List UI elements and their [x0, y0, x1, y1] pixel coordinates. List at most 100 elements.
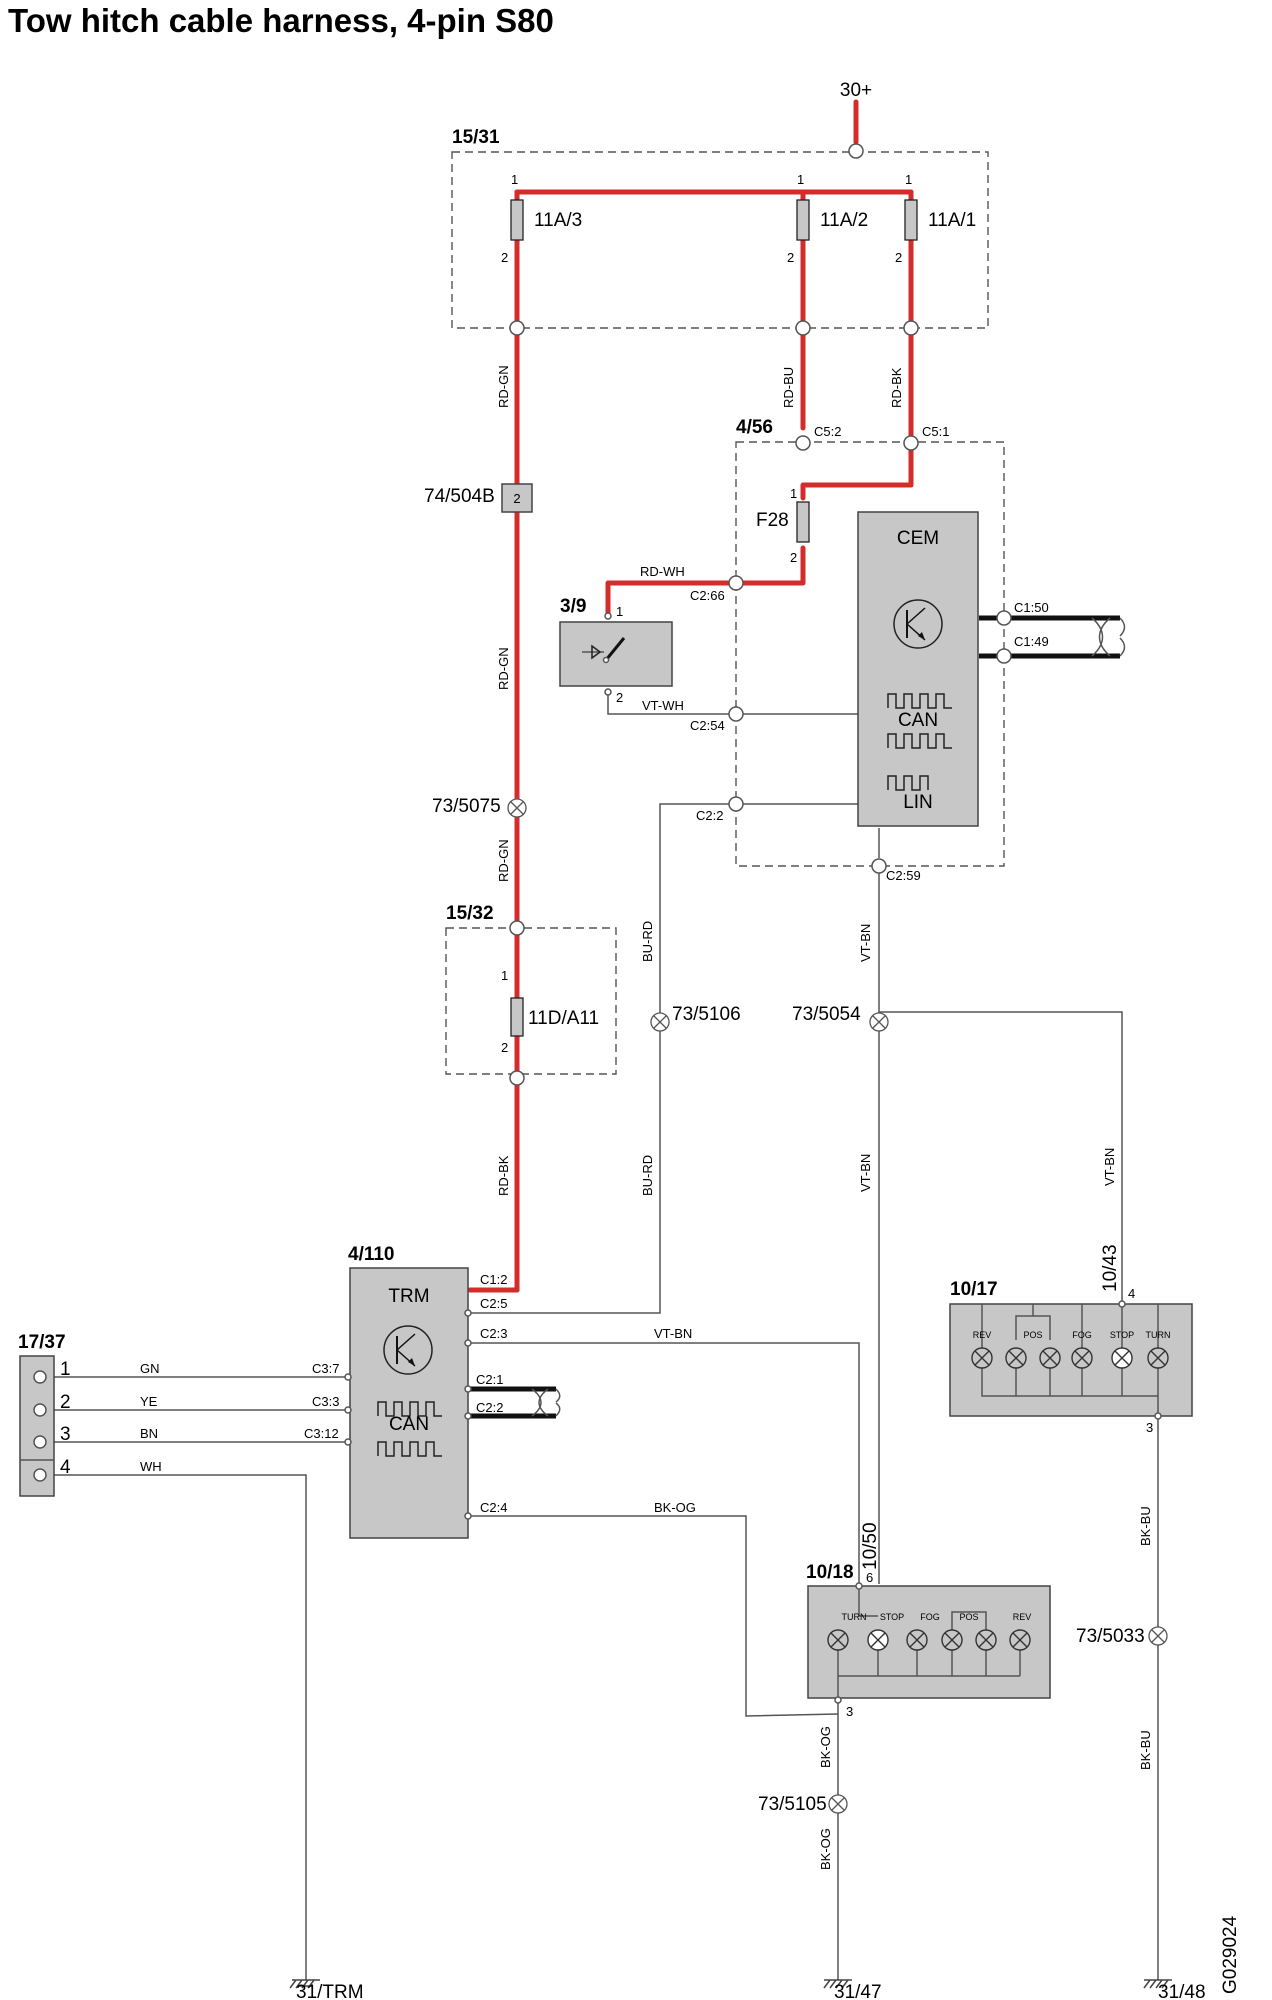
lamp-unit-right-id: 10/17: [950, 1279, 998, 1300]
connector-block: [501, 483, 533, 513]
wire-color-label: BU-RD: [640, 1155, 655, 1196]
splice-label: 73/5033: [1076, 1626, 1145, 1647]
socket-pin: 1: [60, 1359, 71, 1380]
socket-id: 17/37: [18, 1332, 66, 1353]
pin-label: 1: [905, 172, 912, 187]
pin-label: 1: [790, 486, 797, 501]
trm-can-label: CAN: [389, 1414, 429, 1435]
lamp-label: STOP: [1110, 1330, 1134, 1340]
wire-color-label: GN: [140, 1361, 160, 1376]
cem-connector: C5:2: [814, 424, 841, 439]
connector-block-label: 74/504B: [424, 486, 495, 507]
wire-color-label: BN: [140, 1426, 158, 1441]
wire-color-label: RD-GN: [496, 647, 511, 690]
lamp-label: REV: [973, 1330, 992, 1340]
splice-points: [507, 798, 1168, 1814]
wire-color-label: VT-BN: [858, 924, 873, 962]
socket-pin: 4: [60, 1457, 71, 1478]
trm-connector: C2:5: [480, 1296, 507, 1311]
socket-pin: 3: [60, 1424, 71, 1445]
cem-connector: C5:1: [922, 424, 949, 439]
page-title: Tow hitch cable harness, 4-pin S80: [8, 2, 554, 39]
wire-color-label: BK-OG: [654, 1500, 696, 1515]
splice-label: 73/5105: [758, 1794, 827, 1815]
lamp-label: FOG: [1072, 1330, 1092, 1340]
cem-connector: C2:66: [690, 588, 725, 603]
cem-id: 4/56: [736, 417, 773, 438]
wire-color-label: RD-BU: [781, 367, 796, 408]
cem-name: CEM: [897, 528, 939, 549]
lamp-label: STOP: [880, 1612, 904, 1622]
trm-module: [349, 1267, 469, 1539]
trm-connector: C1:2: [480, 1272, 507, 1287]
trm-connector: C2:1: [476, 1372, 503, 1387]
wire-color-label: VT-BN: [1102, 1148, 1117, 1186]
ground-symbols: [289, 1979, 1172, 1989]
fuse-label: 11A/1: [928, 210, 976, 231]
lamp-label: FOG: [920, 1612, 940, 1622]
lamp-label: POS: [1023, 1330, 1042, 1340]
cem-outline: [735, 441, 1005, 867]
cem-lin-label: LIN: [903, 792, 933, 813]
splice-label: 73/5106: [672, 1004, 741, 1025]
power-wires: [467, 99, 914, 1293]
fuse-box-rear-outline: [445, 927, 617, 1075]
lamp-label: TURN: [1146, 1330, 1171, 1340]
trm-id: 4/110: [348, 1244, 395, 1265]
pin-label: 3: [1146, 1420, 1153, 1435]
lamp-label: REV: [1013, 1612, 1032, 1622]
lamp-bulbs: [827, 1347, 1169, 1651]
lamp-label: TURN: [842, 1612, 867, 1622]
wire-color-label: RD-GN: [496, 365, 511, 408]
pin-label: 2: [895, 250, 902, 265]
fuse-label: 11A/2: [820, 210, 868, 231]
wire-color-label: BK-BU: [1138, 1730, 1153, 1770]
figure-id: G029024: [1220, 1915, 1241, 1994]
trm-name: TRM: [388, 1286, 429, 1307]
lamp-unit-left-id: 10/18: [806, 1562, 854, 1583]
wire-color-label: BK-OG: [818, 1726, 833, 1768]
supply-label: 30+: [840, 80, 872, 101]
pin-label: 1: [616, 604, 623, 619]
connection-nodes: [344, 143, 1012, 1520]
wire-color-label: VT-BN: [858, 1154, 873, 1192]
trm-connector: C2:3: [480, 1326, 507, 1341]
trm-connector: C3:12: [304, 1426, 339, 1441]
fuse-box-main-outline: [451, 151, 989, 329]
cem-fuse-label: F28: [756, 510, 789, 531]
lamp-unit-right-ref: 10/43: [1100, 1244, 1121, 1292]
fuse-box-rear-id: 15/32: [446, 903, 494, 924]
wire-color-label: RD-GN: [496, 839, 511, 882]
pin-label: 2: [790, 550, 797, 565]
lamp-unit-left-ref: 10/50: [860, 1522, 881, 1570]
wire-color-label: RD-WH: [640, 564, 685, 579]
wire-color-label: BU-RD: [640, 921, 655, 962]
socket-pin: 2: [60, 1392, 71, 1413]
pin-label: 2: [616, 690, 623, 705]
cem-connector: C2:54: [690, 718, 725, 733]
cem-connector: C2:2: [696, 808, 723, 823]
cem-connector: C1:50: [1014, 600, 1049, 615]
cem-can-label: CAN: [898, 710, 938, 731]
pin-label: 2: [501, 1040, 508, 1055]
switch: [559, 621, 673, 687]
ground-label: 31/47: [834, 1982, 882, 2000]
splice-label: 73/5075: [432, 796, 501, 817]
pin-label: 1: [511, 172, 518, 187]
fuse-label: 11A/3: [534, 210, 582, 231]
wire-color-label: RD-BK: [496, 1155, 511, 1196]
ground-label: 31/TRM: [296, 1982, 364, 2000]
trm-connector: C3:7: [312, 1361, 339, 1376]
grey-wires: [40, 145, 1159, 1980]
pin-label: 1: [797, 172, 804, 187]
pin-label: 3: [846, 1704, 853, 1719]
fuse-box-main-id: 15/31: [452, 127, 500, 148]
trm-connector: C2:2: [476, 1400, 503, 1415]
labels: 30+ 15/31 11A/3 11A/2 11A/1 1 1 1 2 2 2 …: [18, 80, 1241, 2000]
wire-color-label: BK-OG: [818, 1828, 833, 1870]
trm-connector: C3:3: [312, 1394, 339, 1409]
trailer-socket: [19, 1355, 55, 1497]
wire-color-label: WH: [140, 1459, 162, 1474]
switch-id: 3/9: [560, 596, 586, 617]
